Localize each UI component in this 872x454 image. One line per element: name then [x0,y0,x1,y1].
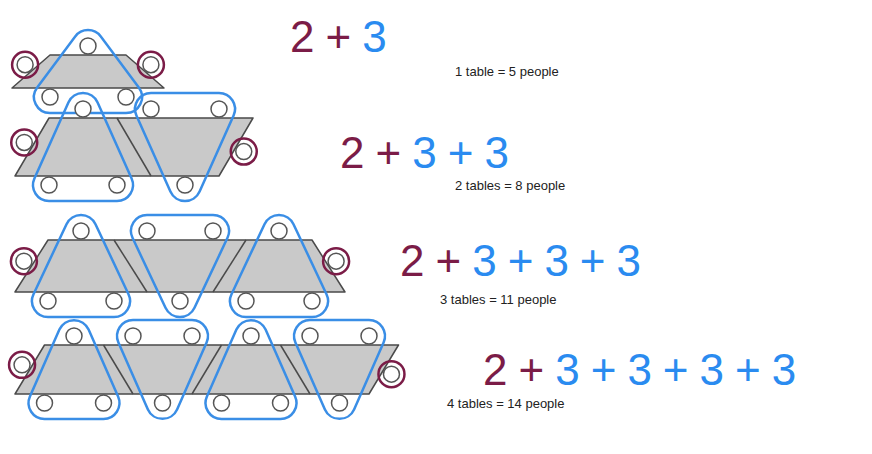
end-seat-ring [11,248,37,274]
count-note: 3 tables = 11 people [440,292,557,308]
person-seat [143,101,159,117]
math-token: 3 [484,128,508,178]
person-seat [66,328,82,344]
end-seat-ring [11,129,37,155]
person-seat [80,38,96,54]
table-divider [104,345,134,394]
table-divider [281,345,311,394]
math-token: + [508,236,534,286]
math-token: + [580,236,606,286]
math-token: 3 [362,12,386,62]
group-loop [29,320,120,419]
math-token: 3 [544,236,568,286]
person-seat [332,395,348,411]
math-token: + [325,12,351,62]
math-token: + [435,236,461,286]
person-seat [41,177,57,193]
math-token: 3 [627,345,651,395]
math-token: 2 [483,345,507,395]
math-token: + [518,345,544,395]
math-token: + [591,345,617,395]
person-seat [96,395,112,411]
person-seat [214,395,230,411]
table-divider [213,240,246,292]
math-token: 3 [555,345,579,395]
person-seat [16,134,32,150]
math-token: + [375,128,401,178]
table-divider [114,240,147,292]
end-seat-ring [12,52,38,78]
person-seat [73,223,89,239]
end-seat-ring [9,352,35,378]
person-seat [205,223,221,239]
person-seat [118,89,134,105]
table-row [15,118,253,176]
math-token: 3 [700,345,724,395]
count-note: 4 tables = 14 people [447,396,564,412]
person-seat [271,223,287,239]
math-token: 2 [400,236,424,286]
group-loop [33,93,133,201]
group-loop [206,320,297,419]
person-seat [236,144,252,160]
end-seat-ring [378,361,404,387]
table-row [15,345,399,394]
group-loop [135,93,235,201]
person-seat [109,177,125,193]
math-token: + [448,128,474,178]
person-seat [361,328,377,344]
end-seat-ring [138,52,164,78]
person-seat [143,57,159,73]
count-note: 2 tables = 8 people [455,178,565,194]
person-seat [14,357,30,373]
person-seat [238,293,254,309]
math-token: + [735,345,761,395]
math-token: 3 [472,236,496,286]
math-token: 3 [772,345,796,395]
person-seat [139,223,155,239]
count-note: 1 table = 5 people [455,64,559,80]
person-seat [328,253,344,269]
sum-expression: 2+3+3+3 [400,236,641,286]
math-token: 2 [290,12,314,62]
math-token: + [663,345,689,395]
group-loop [230,215,328,317]
group-loop [294,320,385,419]
group-loop [117,320,208,419]
person-seat [273,395,289,411]
math-token: 2 [340,128,364,178]
person-seat [40,293,56,309]
person-seat [75,101,91,117]
person-seat [106,293,122,309]
table-divider [117,118,151,176]
sum-expression: 2+3+3 [340,128,509,178]
math-token: 3 [412,128,436,178]
group-loop [34,30,142,113]
person-seat [125,328,141,344]
person-seat [177,177,193,193]
math-token: 3 [617,236,641,286]
person-seat [211,101,227,117]
person-seat [172,293,188,309]
group-loop [32,215,130,317]
person-seat [42,89,58,105]
end-seat-ring [323,248,349,274]
person-seat [37,395,53,411]
group-loop [131,215,229,317]
person-seat [17,57,33,73]
person-seat [302,328,318,344]
person-seat [184,328,200,344]
person-seat [16,253,32,269]
person-seat [383,366,399,382]
person-seat [155,395,171,411]
table-row [15,240,345,292]
end-seat-ring [231,139,257,165]
table-divider [192,345,222,394]
person-seat [243,328,259,344]
sum-expression: 2+3+3+3+3 [483,345,796,395]
sum-expression: 2+3 [290,12,387,62]
person-seat [304,293,320,309]
